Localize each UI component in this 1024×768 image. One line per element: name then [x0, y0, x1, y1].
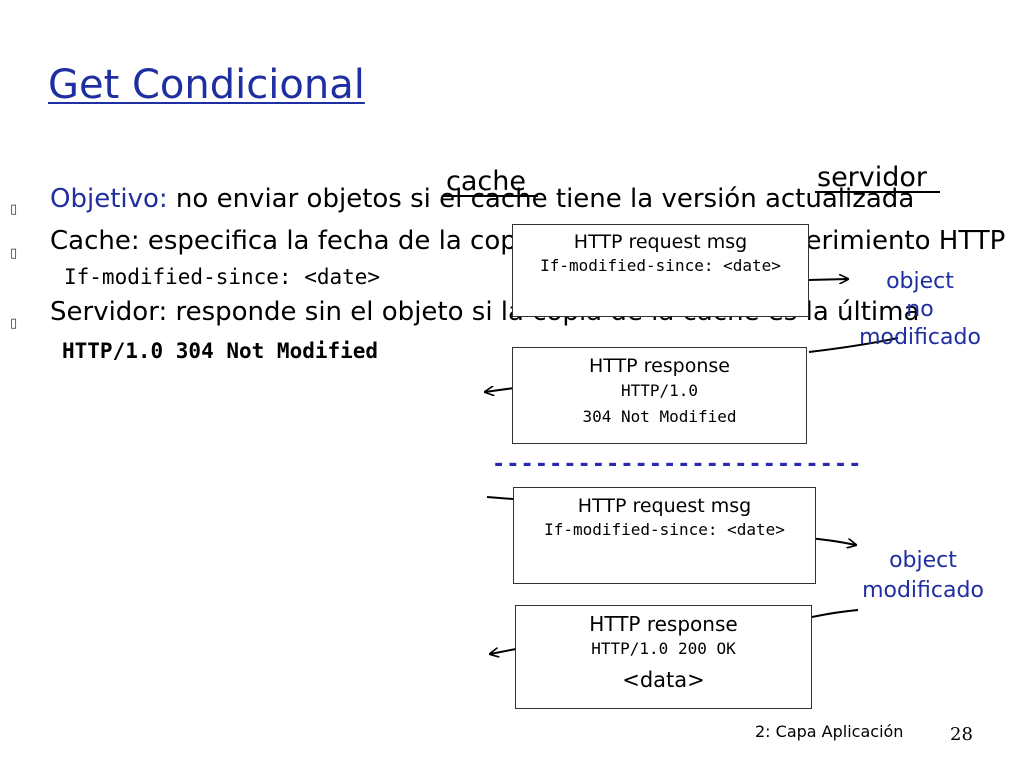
http-request-box-2: HTTP request msg If-modified-since: <dat…	[513, 487, 816, 584]
request-header: If-modified-since: <date>	[544, 520, 785, 539]
note-modified: object modificado	[848, 546, 998, 606]
request-arrow-1	[807, 279, 848, 280]
bullet-lead: Servidor:	[50, 297, 168, 327]
response-arrow-1	[485, 388, 515, 392]
note-line: object	[886, 269, 954, 294]
slide-title: Get Condicional	[48, 62, 365, 108]
bullet-code-if-modified: If-modified-since: <date>	[64, 265, 381, 289]
response-title: HTTP response	[589, 612, 738, 636]
response-body: <data>	[622, 668, 705, 692]
request-line-2	[486, 496, 514, 500]
footer-chapter: 2: Capa Aplicación	[755, 722, 904, 741]
separator-dashes: --------------------------	[492, 452, 863, 477]
bullet-marker-icon: ▯	[10, 246, 18, 261]
column-header-servidor: servidor	[817, 162, 928, 193]
request-header: If-modified-since: <date>	[540, 256, 781, 275]
request-title: HTTP request msg	[573, 231, 748, 253]
bullet-code-not-modified: HTTP/1.0 304 Not Modified	[62, 339, 379, 363]
request-title: HTTP request msg	[577, 495, 752, 517]
note-line: modificado	[859, 325, 981, 350]
http-response-box-2: HTTP response HTTP/1.0 200 OK <data>	[515, 605, 812, 709]
page-number: 28	[950, 724, 973, 745]
bullet-lead: Cache:	[50, 226, 140, 256]
response-title: HTTP response	[589, 355, 730, 377]
note-line: object	[889, 548, 957, 573]
note-line: modificado	[862, 578, 984, 603]
response-status-line: HTTP/1.0	[620, 381, 699, 400]
column-header-cache: cache	[446, 166, 526, 197]
note-line: no	[906, 297, 934, 322]
response-status-line: HTTP/1.0 200 OK	[591, 639, 736, 658]
response-status-text: 304 Not Modified	[582, 407, 737, 426]
response-line-1	[808, 337, 899, 353]
bullet-lead: Objetivo:	[50, 184, 168, 214]
bullet-objetivo: Objetivo: no enviar objetos si el cache …	[50, 184, 914, 214]
bullet-text: no enviar objetos si el cache tiene la v…	[167, 184, 915, 214]
response-line-2	[811, 609, 859, 618]
note-not-modified: object no modificado	[850, 268, 990, 352]
bullet-marker-icon: ▯	[10, 202, 18, 217]
response-arrow-2	[490, 649, 517, 654]
http-request-box-1: HTTP request msg If-modified-since: <dat…	[512, 224, 809, 317]
bullet-marker-icon: ▯	[10, 316, 18, 331]
http-response-box-1: HTTP response HTTP/1.0 304 Not Modified	[512, 347, 807, 444]
